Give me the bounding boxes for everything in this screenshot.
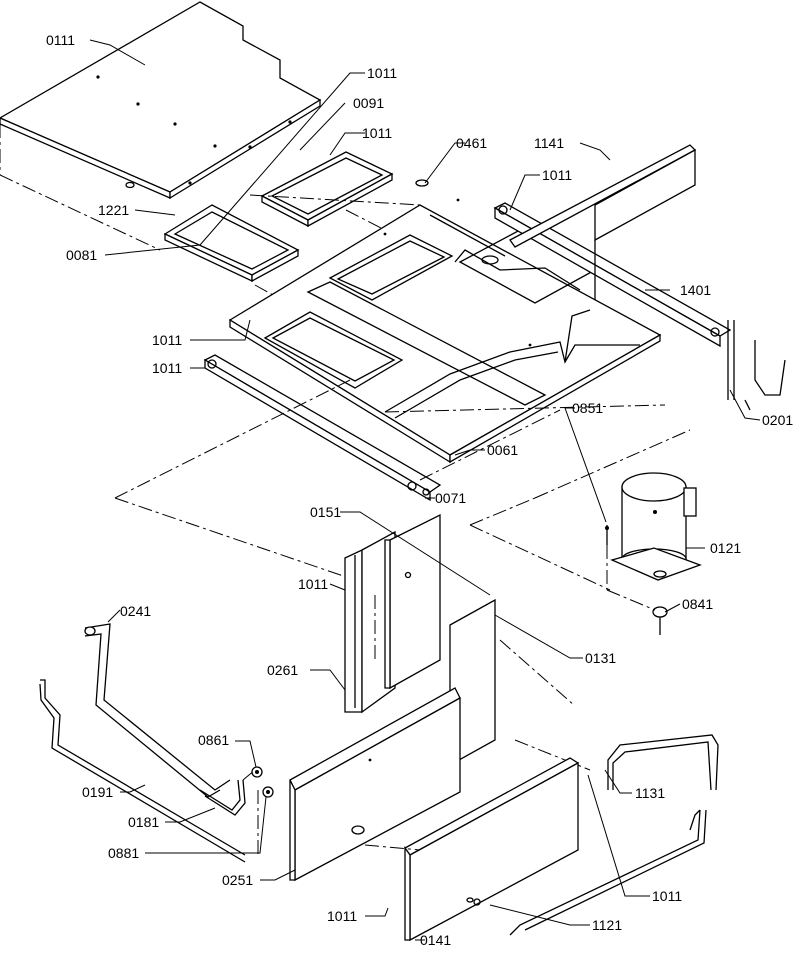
part-label-0181: 0181 [128, 814, 159, 830]
top-cover-panel [0, 1, 322, 251]
part-label-0121: 0121 [710, 540, 741, 556]
tube-0181 [199, 769, 256, 816]
side-rail-1401 [493, 202, 732, 348]
part-labels: 0111 1011 0091 1011 0461 1141 1011 1221 … [46, 32, 793, 948]
part-label-0261: 0261 [267, 662, 298, 678]
drain-tray-0091 [260, 151, 394, 228]
part-label-0091: 0091 [353, 95, 384, 111]
part-label-1011: 1011 [652, 888, 682, 904]
side-rail-0071 [203, 354, 442, 502]
part-label-1011: 1011 [152, 332, 182, 348]
tube-1131 [607, 734, 719, 791]
part-label-0251: 0251 [222, 872, 253, 888]
part-label-1011: 1011 [367, 65, 397, 81]
part-label-1011: 1011 [152, 360, 182, 376]
compressor [610, 472, 702, 581]
part-label-0061: 0061 [487, 442, 518, 458]
part-label-1131: 1131 [635, 785, 665, 801]
part-label-0841: 0841 [682, 596, 713, 612]
part-label-1011: 1011 [362, 125, 392, 141]
part-label-0241: 0241 [120, 603, 151, 619]
base-pan [228, 194, 666, 464]
part-label-0131: 0131 [585, 650, 616, 666]
part-label-1141: 1141 [534, 135, 564, 151]
panel-0151 [374, 513, 441, 690]
part-label-0141: 0141 [420, 932, 451, 948]
part-label-1221: 1221 [98, 202, 129, 218]
part-label-0851: 0851 [572, 400, 603, 416]
screw-0851 [605, 525, 609, 545]
tube-0241 [84, 623, 231, 798]
part-label-0081: 0081 [66, 247, 97, 263]
part-label-0861: 0861 [198, 732, 229, 748]
part-label-0071: 0071 [435, 490, 466, 506]
part-label-1011: 1011 [542, 167, 572, 183]
part-label-1011: 1011 [298, 576, 328, 592]
front-panel-0251 [289, 687, 461, 882]
tube-0201 [727, 320, 786, 411]
long-rod-1141 [509, 144, 697, 300]
leader-lines [89, 39, 761, 941]
part-label-1121: 1121 [592, 917, 622, 933]
tube-0191 [39, 679, 246, 863]
screw-0461 [415, 179, 429, 187]
part-label-0151: 0151 [310, 504, 341, 520]
part-label-0191: 0191 [82, 784, 113, 800]
mount-0841 [652, 606, 668, 635]
tube-1121 [509, 809, 707, 936]
part-label-0461: 0461 [456, 135, 487, 151]
part-label-1401: 1401 [680, 282, 711, 298]
part-label-0201: 0201 [762, 412, 793, 428]
drain-tray-0081 [163, 204, 300, 283]
front-panel-0141 [364, 757, 580, 942]
part-label-0881: 0881 [108, 845, 139, 861]
part-label-1011: 1011 [327, 908, 357, 924]
part-label-0111: 0111 [46, 32, 75, 48]
